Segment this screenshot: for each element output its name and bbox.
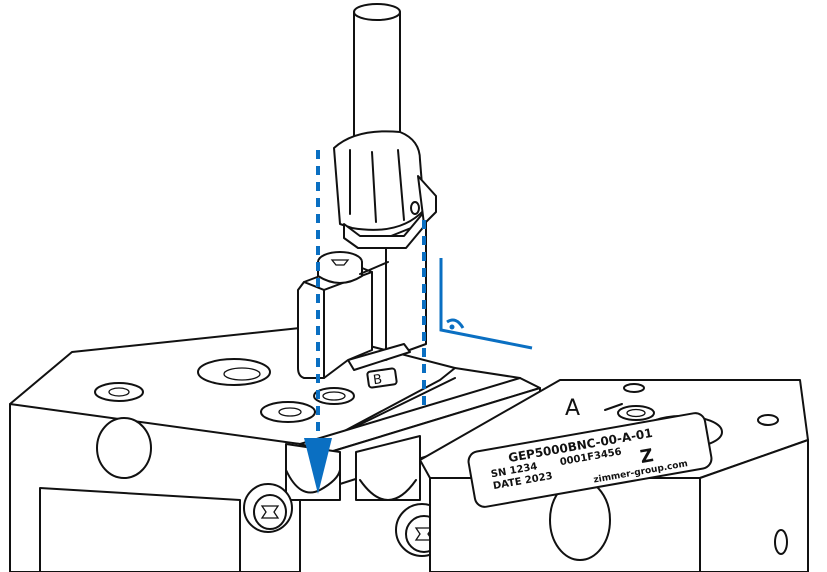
marking-a-label: A bbox=[565, 396, 580, 421]
down-arrow-icon bbox=[304, 438, 332, 494]
alignment-annotation bbox=[304, 150, 533, 494]
sensor-bracket bbox=[297, 221, 427, 379]
torx-screw-left-icon bbox=[243, 483, 293, 533]
front-bore-icon bbox=[96, 417, 152, 479]
right-angle-arc-icon bbox=[446, 318, 465, 329]
marking-b-label: B bbox=[372, 372, 383, 388]
proximity-sensor bbox=[333, 3, 437, 249]
brand-logo-label: Z bbox=[639, 445, 656, 468]
